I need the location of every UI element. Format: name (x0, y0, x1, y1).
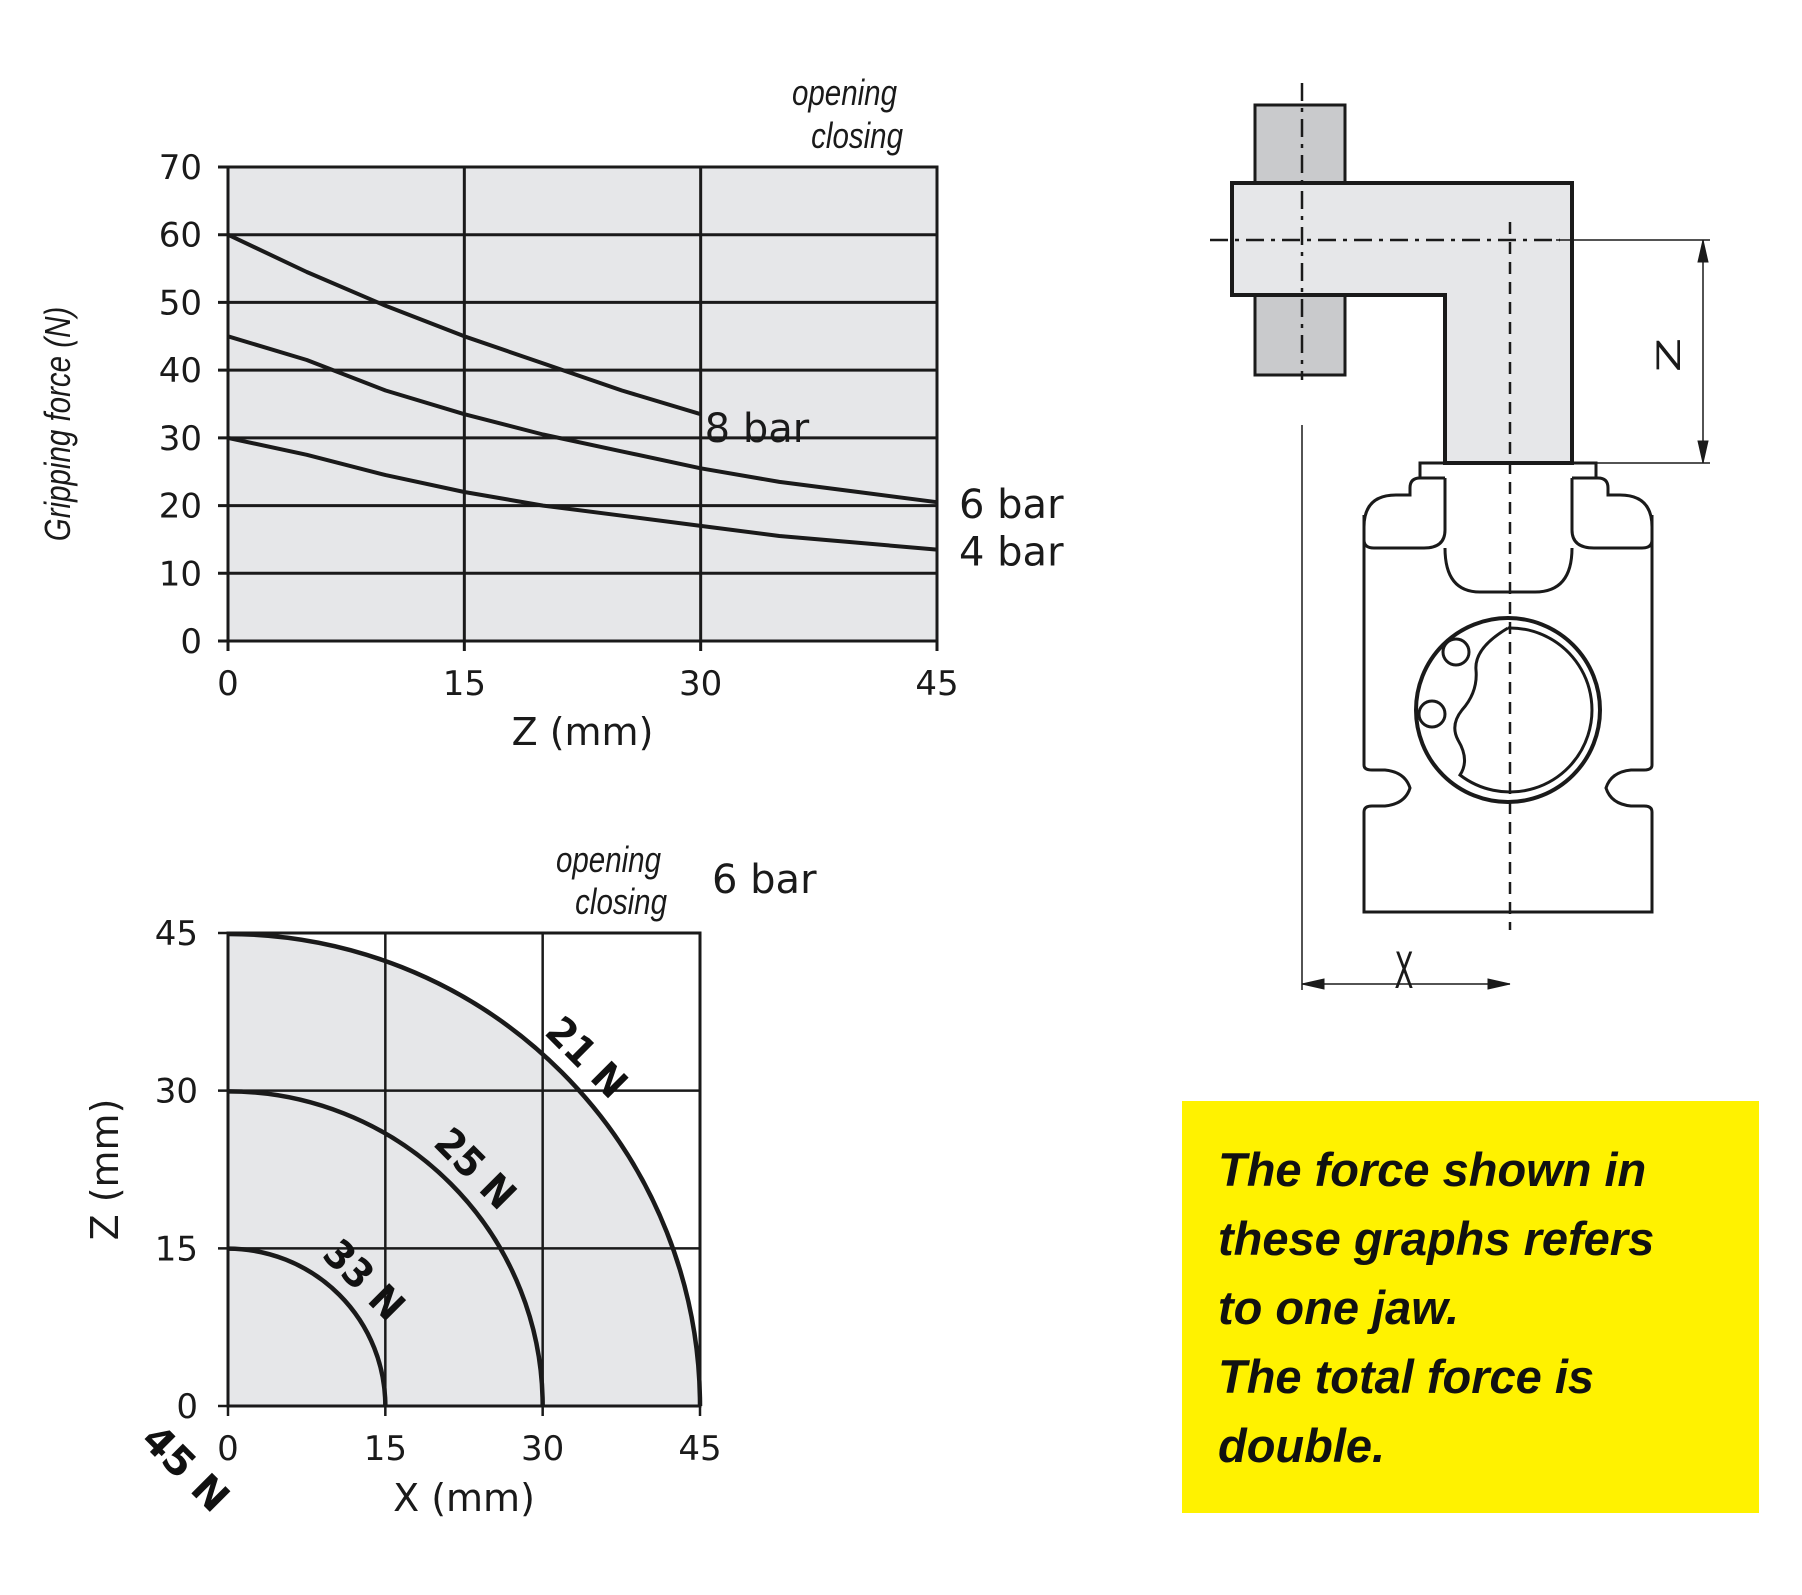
chart1-grid (218, 165, 939, 651)
note-box: The force shown in these graphs refers t… (1182, 1101, 1759, 1513)
chart2-y-axis-label: Z (mm) (83, 1099, 127, 1241)
chart1-series-line (227, 435, 938, 552)
chart1-x-tick-label: 15 (443, 664, 486, 704)
note-line: these graphs refers (1218, 1212, 1655, 1265)
chart2-tick-labels: 0 15 30 45 0 15 30 45 (155, 914, 722, 1469)
body-top-left-notch (1362, 476, 1447, 550)
body-top-flange (1418, 461, 1598, 478)
z-dimension-arrows (1697, 239, 1709, 464)
x-dimension-label: X (1394, 941, 1413, 1000)
chart2-frame (226, 931, 702, 1408)
chart2-legend-opening: opening (556, 839, 662, 879)
chart1-y-tick-label: 70 (159, 148, 202, 188)
z-dimension-label: Z (1650, 338, 1687, 372)
chart2-force-arc (227, 1089, 545, 1407)
gripper-diagram (1210, 83, 1710, 990)
chart2-y-tick-label: 15 (155, 1229, 198, 1269)
chart1-y-tick-label: 30 (159, 419, 202, 459)
chart1-legend-closing: closing (811, 115, 903, 155)
x-dimension-arrows (1301, 978, 1511, 990)
chart1-y-tick-label: 20 (159, 487, 202, 527)
chart1-series-label: 8 bar (705, 406, 810, 452)
piston-inner-cam (1453, 626, 1594, 794)
chart1-tick-labels: 0 10 20 30 40 50 60 70 0 15 30 45 (159, 148, 959, 704)
chart1-y-tick-label: 60 (159, 216, 202, 256)
chart2-shaded-region (228, 934, 700, 1406)
chart1-legend-opening: opening (792, 72, 898, 112)
chart2-x-tick-label: 15 (364, 1429, 407, 1469)
pin-hole-lower (1417, 699, 1447, 729)
gripper-body (1362, 515, 1654, 914)
workpiece-upper-block (1253, 103, 1347, 187)
chart2-pressure-label: 6 bar (712, 857, 817, 903)
chart1-x-tick-label: 0 (217, 664, 239, 704)
z-dimension-extensions (1556, 239, 1710, 464)
pin-hole-upper (1441, 637, 1471, 667)
chart2-x-axis-label: X (mm) (393, 1476, 535, 1520)
chart2-x-tick-label: 30 (521, 1429, 564, 1469)
chart2-y-tick-label: 30 (155, 1072, 198, 1112)
chart2-legend-closing: closing (575, 881, 667, 921)
chart1-y-tick-label: 40 (159, 351, 202, 391)
chart1-series-label: 4 bar (959, 530, 1064, 576)
chart2-x-tick-label: 45 (678, 1429, 721, 1469)
chart1-x-tick-label: 30 (679, 664, 722, 704)
chart2-grid (218, 931, 702, 1416)
workpiece-lower-block (1253, 291, 1347, 377)
chart1-series-line (227, 334, 938, 505)
chart1-y-tick-label: 0 (180, 622, 202, 662)
piston-circle-outer (1414, 616, 1602, 804)
chart1-series-line (227, 232, 702, 417)
note-line: to one jaw. (1218, 1281, 1460, 1334)
chart1-plot-area (226, 165, 939, 643)
chart1-y-tick-label: 50 (159, 283, 202, 323)
chart2-y-tick-label: 0 (176, 1387, 198, 1427)
chart1-y-tick-label: 10 (159, 554, 202, 594)
note-line: double. (1218, 1419, 1386, 1472)
body-top-right-notch (1570, 476, 1654, 550)
chart1-x-tick-label: 45 (915, 664, 958, 704)
jaw-slot (1443, 547, 1574, 594)
note-line: The total force is (1218, 1350, 1595, 1403)
note-line: The force shown in (1218, 1143, 1647, 1196)
chart1-x-axis-label: Z (mm) (512, 710, 654, 754)
chart2-x-tick-label: 0 (217, 1429, 239, 1469)
chart2-y-tick-label: 45 (155, 914, 198, 954)
chart1-series-label: 6 bar (959, 482, 1064, 528)
chart1-y-axis-label: Gripping force (N) (37, 307, 77, 541)
chart2-force-arc (227, 931, 703, 1407)
chart2-force-arc (227, 1246, 388, 1407)
